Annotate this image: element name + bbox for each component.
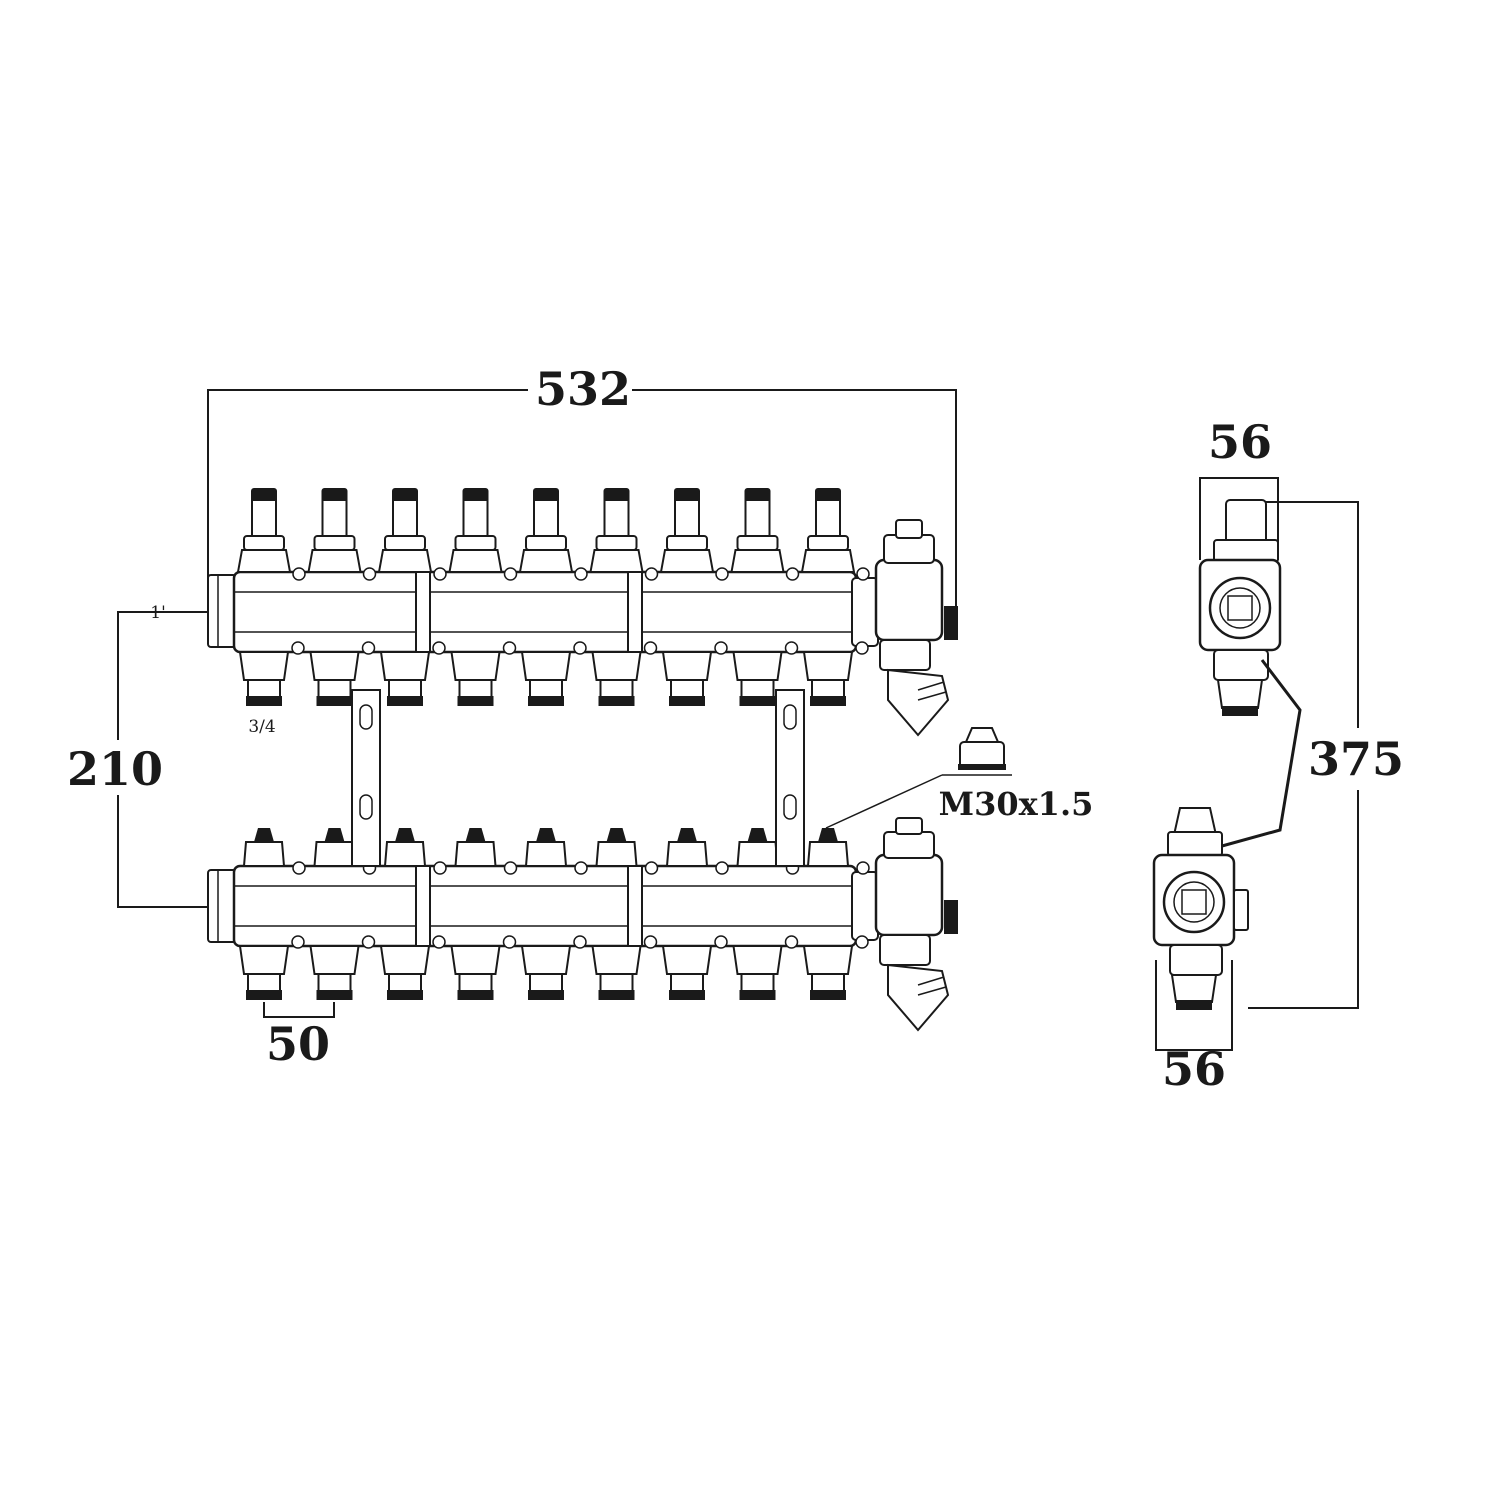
actuator-thread-label: M30x1.5: [939, 785, 1094, 823]
side-width-top-label: 56: [1208, 415, 1272, 469]
return-outlets: [238, 935, 869, 1000]
return-valve-cap: [242, 828, 306, 875]
return-outlet-fitting: [591, 935, 658, 1000]
supply-outlets: [238, 641, 869, 706]
supply-outlet-fitting: [802, 641, 869, 706]
return-valve-caps: [242, 828, 870, 875]
supply-outlet-fitting: [591, 641, 658, 706]
supply-outlet-fitting: [238, 641, 305, 706]
flow-meter: [730, 488, 800, 581]
supply-outlet-fitting: [450, 641, 517, 706]
supply-outlet-fitting: [309, 641, 376, 706]
side-view: 56 375 56: [1152, 415, 1404, 1096]
dimension-pipe-spacing-label: 210: [67, 742, 163, 796]
return-outlet-fitting: [520, 935, 587, 1000]
return-valve-cap: [524, 828, 588, 875]
inlet-thread-label: 1': [150, 603, 166, 623]
dimension-overall-length-label: 532: [535, 362, 631, 416]
dimension-outlet-spacing-label: 50: [266, 1017, 330, 1071]
supply-outlet-fitting: [379, 641, 446, 706]
actuator-thread-callout: M30x1.5: [825, 727, 1094, 829]
flow-meter: [377, 488, 447, 581]
flow-meter: [448, 488, 518, 581]
outlet-thread-label: 3/4: [248, 717, 275, 737]
supply-outlet-fitting: [520, 641, 587, 706]
return-outlet-fitting: [450, 935, 517, 1000]
return-valve-cap: [665, 828, 729, 875]
return-outlet-fitting: [379, 935, 446, 1000]
return-valve-cap: [595, 828, 659, 875]
side-height-label: 375: [1308, 732, 1404, 786]
dimension-pipe-spacing: 210: [67, 611, 210, 908]
return-outlet-fitting: [732, 935, 799, 1000]
dimension-overall-length: 532: [207, 362, 957, 615]
return-outlet-fitting: [802, 935, 869, 1000]
return-valve-cap: [806, 828, 870, 875]
supply-air-vent: [874, 519, 958, 737]
flow-meter: [236, 488, 306, 581]
supply-flow-meters: [236, 488, 870, 581]
side-width-bottom-label: 56: [1162, 1042, 1226, 1096]
return-outlet-fitting: [661, 935, 728, 1000]
flow-meter: [307, 488, 377, 581]
return-valve-cap: [454, 828, 518, 875]
return-outlet-fitting: [238, 935, 305, 1000]
return-manifold: [207, 817, 958, 1032]
return-valve-cap: [383, 828, 447, 875]
mounting-brackets: [351, 689, 805, 867]
supply-manifold: [207, 488, 958, 737]
flow-meter: [589, 488, 659, 581]
dimension-outlet-spacing: 50: [263, 1002, 335, 1071]
return-valve-cap: [736, 828, 800, 875]
supply-outlet-fitting: [732, 641, 799, 706]
return-outlet-fitting: [309, 935, 376, 1000]
flow-meter: [659, 488, 729, 581]
flow-meter: [800, 488, 870, 581]
supply-outlet-fitting: [661, 641, 728, 706]
return-air-vent: [874, 817, 958, 1032]
flow-meter: [518, 488, 588, 581]
